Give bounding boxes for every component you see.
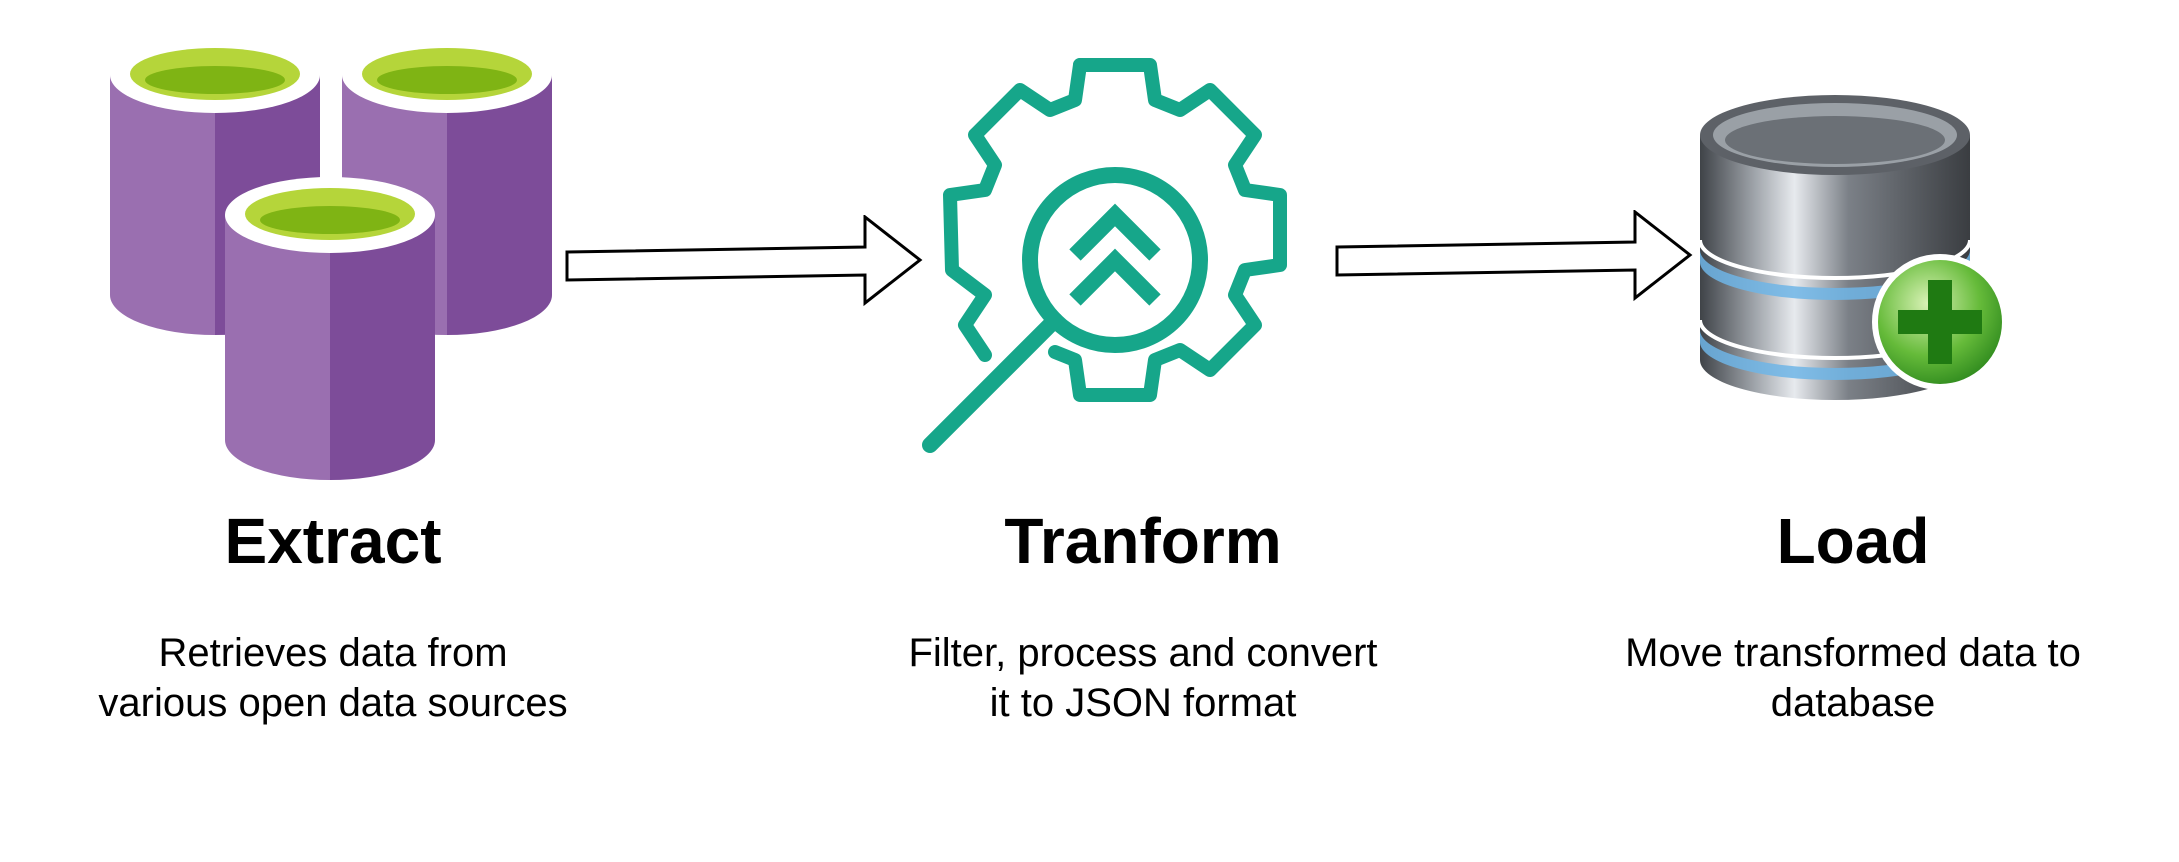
- extract-description: Retrieves data from various open data so…: [23, 628, 643, 728]
- arrow-extract-to-transform: [565, 215, 923, 307]
- load-title: Load: [1776, 505, 1930, 577]
- gear-outline: [1048, 58, 1287, 402]
- cylinder-front: [225, 177, 435, 480]
- arrow-transform-to-load: [1335, 210, 1693, 302]
- magnifier-lens: [1022, 167, 1208, 353]
- gear-magnifier-icon: [922, 58, 1287, 453]
- load-description-line-1: Move transformed data to: [1625, 631, 2081, 675]
- chevron-up-icon: [1069, 203, 1161, 306]
- extract-description-line-2: various open data sources: [98, 681, 568, 725]
- extract-description-line-1: Retrieves data from: [158, 631, 508, 675]
- transform-title: Tranform: [1004, 505, 1282, 577]
- transform-description: Filter, process and convert it to JSON f…: [833, 628, 1453, 728]
- stacked-databases-icon: [110, 40, 552, 480]
- cylinder-back-left: [110, 40, 320, 335]
- plus-badge: [1872, 254, 2008, 390]
- transform-description-line-2: it to JSON format: [989, 681, 1297, 725]
- load-description-line-2: database: [1770, 681, 1936, 725]
- load-description: Move transformed data to database: [1543, 628, 2163, 728]
- database-add-icon: [1698, 95, 2008, 400]
- magnifier-handle: [922, 312, 1063, 453]
- extract-title: Extract: [224, 505, 442, 577]
- transform-description-line-1: Filter, process and convert: [908, 631, 1378, 675]
